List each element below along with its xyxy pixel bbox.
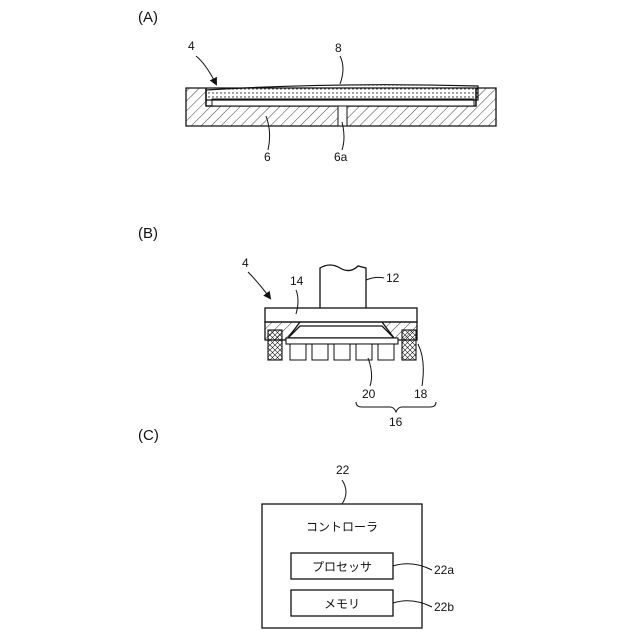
segment-5	[378, 344, 394, 360]
grindstone-left	[268, 330, 282, 360]
ref-22a: 22a	[434, 563, 454, 577]
ref-4-a: 4	[188, 39, 195, 53]
ref-14: 14	[290, 274, 304, 288]
segment-1	[290, 344, 306, 360]
ref-22: 22	[336, 463, 350, 477]
ref-18: 18	[414, 387, 428, 401]
controller-label: コントローラ	[306, 520, 378, 534]
ref-6: 6	[264, 150, 271, 164]
wafer	[206, 85, 478, 100]
ref-8: 8	[335, 41, 342, 55]
spindle	[320, 265, 366, 308]
ref-22b: 22b	[434, 600, 454, 614]
memory-label: メモリ	[324, 597, 360, 611]
panel-a: (A) 4 8 6 6a	[138, 9, 496, 164]
brace-16	[356, 402, 436, 412]
segment-2	[312, 344, 328, 360]
ref-20: 20	[362, 387, 376, 401]
panel-c: (C) 22 コントローラ プロセッサ メモリ 22a 22b	[138, 427, 454, 628]
processor-label: プロセッサ	[312, 560, 372, 574]
wheel-body	[286, 338, 398, 344]
segment-3	[334, 344, 350, 360]
panel-c-label: (C)	[138, 427, 159, 444]
ref-4-b: 4	[242, 256, 249, 270]
panel-b: (B) 4 14 12 20 18 16	[138, 225, 436, 429]
ref-6a: 6a	[334, 150, 348, 164]
ref-12: 12	[386, 271, 400, 285]
panel-a-label: (A)	[138, 9, 158, 26]
ref-16: 16	[389, 415, 403, 429]
panel-b-label: (B)	[138, 225, 158, 242]
segment-4	[356, 344, 372, 360]
grindstone-right	[402, 330, 416, 360]
mount-plate	[265, 308, 417, 322]
